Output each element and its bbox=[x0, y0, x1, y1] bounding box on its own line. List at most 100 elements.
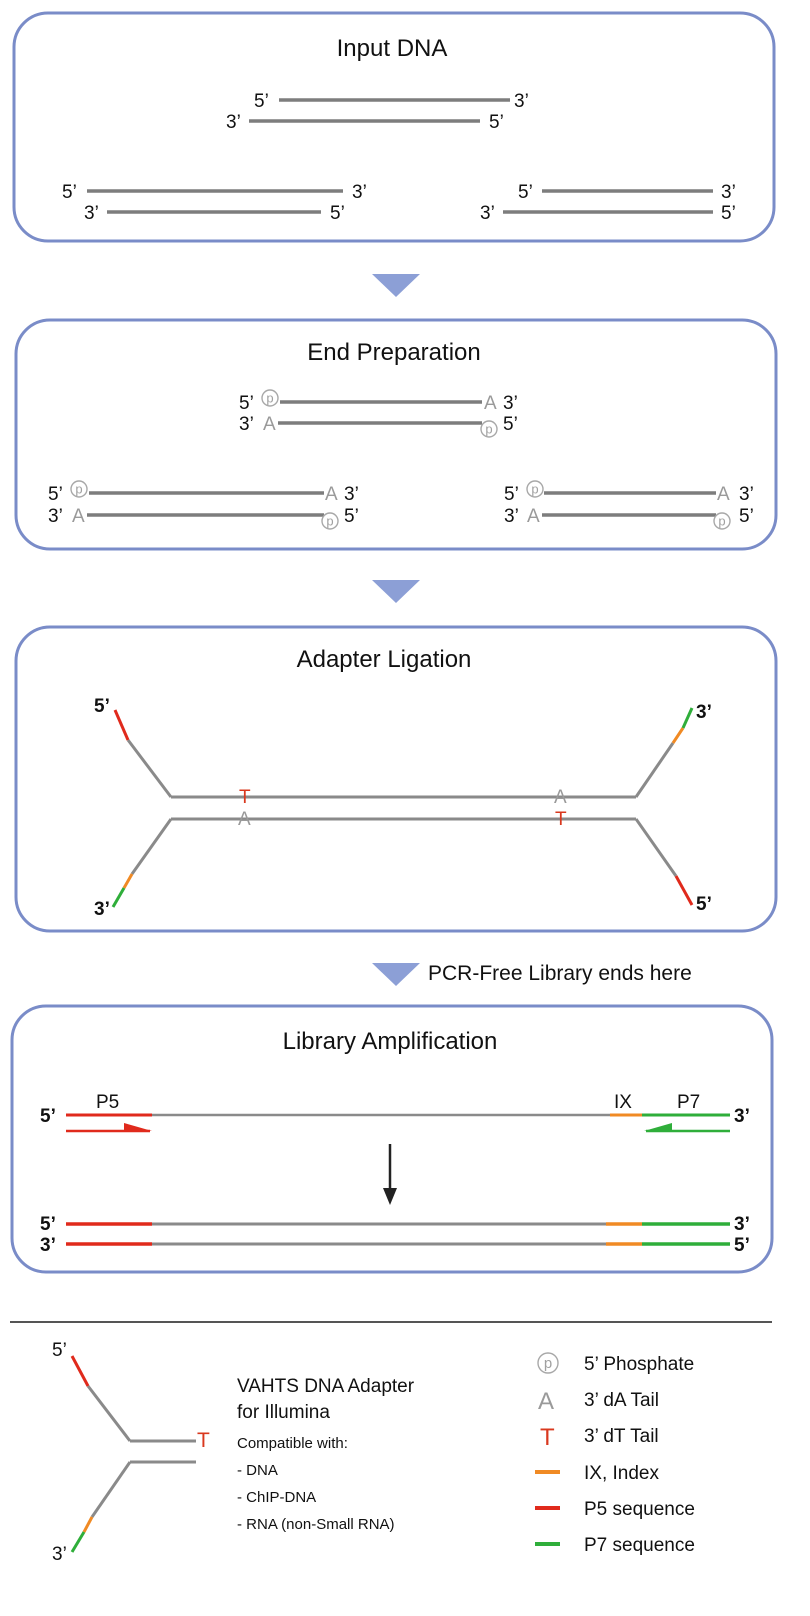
adapter-description: VAHTS DNA Adapter for Illumina Compatibl… bbox=[237, 1376, 415, 1533]
p5-label: P5 bbox=[96, 1092, 119, 1113]
phosphate-icon bbox=[261, 389, 279, 407]
flow-arrow-2 bbox=[372, 580, 420, 603]
legend-item: A 3’ dA Tail bbox=[538, 1388, 659, 1415]
ligated-fragment: T A A T 5’ 3’ 3’ 5’ bbox=[94, 696, 712, 920]
da-tail-icon: A bbox=[238, 809, 251, 830]
endprep-fragment-left: 5’ A 3’ 3’ A 5’ bbox=[48, 480, 359, 530]
svg-text:A: A bbox=[484, 393, 497, 414]
svg-text:3’: 3’ bbox=[94, 899, 110, 920]
amplification-template: 5’ 3’ P5 IX P7 bbox=[40, 1092, 750, 1133]
dt-tail-icon: T bbox=[540, 1424, 555, 1451]
svg-text:p: p bbox=[544, 1355, 552, 1372]
end-preparation-panel: End Preparation 5’ A 3’ 3’ A 5’ 5’ A 3’ … bbox=[14, 318, 778, 551]
svg-text:5’ Phosphate: 5’ Phosphate bbox=[584, 1354, 694, 1375]
adapter-ligation-title: Adapter Ligation bbox=[297, 646, 472, 673]
input-fragment-left: 5’ 3’ 3’ 5’ bbox=[62, 182, 367, 224]
phosphate-icon bbox=[70, 480, 88, 498]
dt-tail-icon: T bbox=[555, 809, 567, 830]
svg-text:3’: 3’ bbox=[504, 506, 519, 527]
svg-text:A: A bbox=[72, 506, 85, 527]
svg-text:3’: 3’ bbox=[239, 414, 254, 435]
da-tail-icon: A bbox=[554, 787, 567, 808]
dt-tail-icon: T bbox=[239, 787, 251, 808]
svg-text:3’: 3’ bbox=[503, 393, 518, 414]
end-preparation-title: End Preparation bbox=[307, 339, 480, 366]
endprep-fragment-right: 5’ A 3’ 3’ A 5’ bbox=[504, 480, 754, 530]
amplified-library: 5’ 3’ 3’ 5’ bbox=[40, 1214, 750, 1256]
svg-text:5’: 5’ bbox=[489, 112, 504, 133]
svg-text:P7 sequence: P7 sequence bbox=[584, 1535, 695, 1556]
svg-text:3’: 3’ bbox=[344, 484, 359, 505]
svg-text:5’: 5’ bbox=[48, 484, 63, 505]
da-tail-icon: A bbox=[538, 1388, 554, 1415]
svg-text:3’: 3’ bbox=[84, 203, 99, 224]
svg-text:5’: 5’ bbox=[52, 1340, 67, 1361]
flow-arrow-1 bbox=[372, 274, 420, 297]
svg-text:3’: 3’ bbox=[226, 112, 241, 133]
compat-item: - RNA (non-Small RNA) bbox=[237, 1516, 395, 1533]
svg-text:A: A bbox=[717, 484, 730, 505]
svg-text:3’: 3’ bbox=[480, 203, 495, 224]
svg-text:5’: 5’ bbox=[254, 91, 269, 112]
svg-text:3’: 3’ bbox=[739, 484, 754, 505]
svg-text:3’ dT Tail: 3’ dT Tail bbox=[584, 1426, 659, 1447]
svg-text:5’: 5’ bbox=[330, 203, 345, 224]
svg-text:IX, Index: IX, Index bbox=[584, 1463, 659, 1484]
adapter-name-line1: VAHTS DNA Adapter bbox=[237, 1376, 415, 1397]
adapter-ligation-panel: Adapter Ligation T A A T 5’ 3’ bbox=[14, 625, 778, 933]
svg-text:5’: 5’ bbox=[504, 484, 519, 505]
phosphate-icon: p bbox=[537, 1352, 559, 1374]
svg-text:3’: 3’ bbox=[514, 91, 529, 112]
pcr-free-note: PCR-Free Library ends here bbox=[428, 962, 692, 985]
svg-text:3’: 3’ bbox=[52, 1544, 67, 1565]
ix-label: IX bbox=[614, 1092, 632, 1113]
legend-item: p 5’ Phosphate bbox=[537, 1352, 694, 1375]
phosphate-icon bbox=[480, 420, 498, 438]
amplify-down-arrow bbox=[383, 1144, 397, 1205]
phosphate-icon bbox=[526, 480, 544, 498]
legend-item: P7 sequence bbox=[535, 1535, 695, 1556]
library-amplification-title: Library Amplification bbox=[283, 1028, 498, 1055]
svg-text:5’: 5’ bbox=[62, 182, 77, 203]
library-amplification-panel: Library Amplification 5’ 3’ P5 IX P7 bbox=[10, 1004, 774, 1274]
svg-text:3’: 3’ bbox=[721, 182, 736, 203]
input-dna-panel: Input DNA 5’ 3’ 3’ 5’ 5’ 3’ 3’ 5’ 5’ 3’ … bbox=[12, 11, 776, 243]
svg-text:5’: 5’ bbox=[518, 182, 533, 203]
svg-text:3’: 3’ bbox=[48, 506, 63, 527]
legend-item: P5 sequence bbox=[535, 1499, 695, 1520]
compat-item: - DNA bbox=[237, 1462, 278, 1479]
svg-text:5’: 5’ bbox=[696, 894, 712, 915]
svg-text:5’: 5’ bbox=[739, 506, 754, 527]
flow-arrow-3 bbox=[372, 963, 420, 986]
svg-text:5’: 5’ bbox=[239, 393, 254, 414]
svg-text:3’: 3’ bbox=[734, 1106, 750, 1127]
legend: p 5’ Phosphate A 3’ dA Tail T 3’ dT Tail… bbox=[535, 1352, 695, 1556]
svg-text:5’: 5’ bbox=[40, 1106, 56, 1127]
compat-item: - ChIP-DNA bbox=[237, 1489, 316, 1506]
legend-item: T 3’ dT Tail bbox=[540, 1424, 659, 1451]
dt-tail-icon: T bbox=[197, 1429, 210, 1452]
svg-text:P5 sequence: P5 sequence bbox=[584, 1499, 695, 1520]
adapter-name-line2: for Illumina bbox=[237, 1402, 330, 1423]
svg-text:3’: 3’ bbox=[40, 1235, 56, 1256]
svg-text:3’: 3’ bbox=[734, 1214, 750, 1235]
legend-item: IX, Index bbox=[535, 1463, 659, 1484]
adapter-illustration: 5’ 3’ T bbox=[52, 1340, 210, 1565]
compat-heading: Compatible with: bbox=[237, 1435, 348, 1452]
phosphate-icon bbox=[713, 512, 731, 530]
p7-label: P7 bbox=[677, 1092, 700, 1113]
svg-text:3’ dA Tail: 3’ dA Tail bbox=[584, 1390, 659, 1411]
svg-text:3’: 3’ bbox=[352, 182, 367, 203]
svg-text:5’: 5’ bbox=[40, 1214, 56, 1235]
svg-text:5’: 5’ bbox=[503, 414, 518, 435]
input-fragment-top: 5’ 3’ 3’ 5’ bbox=[226, 91, 529, 133]
svg-text:5’: 5’ bbox=[94, 696, 110, 717]
svg-text:A: A bbox=[527, 506, 540, 527]
svg-text:A: A bbox=[263, 414, 276, 435]
input-fragment-right: 5’ 3’ 3’ 5’ bbox=[480, 182, 736, 224]
endprep-fragment-top: 5’ A 3’ 3’ A 5’ bbox=[239, 389, 518, 438]
phosphate-icon bbox=[321, 512, 339, 530]
svg-text:5’: 5’ bbox=[734, 1235, 750, 1256]
svg-text:3’: 3’ bbox=[696, 702, 712, 723]
